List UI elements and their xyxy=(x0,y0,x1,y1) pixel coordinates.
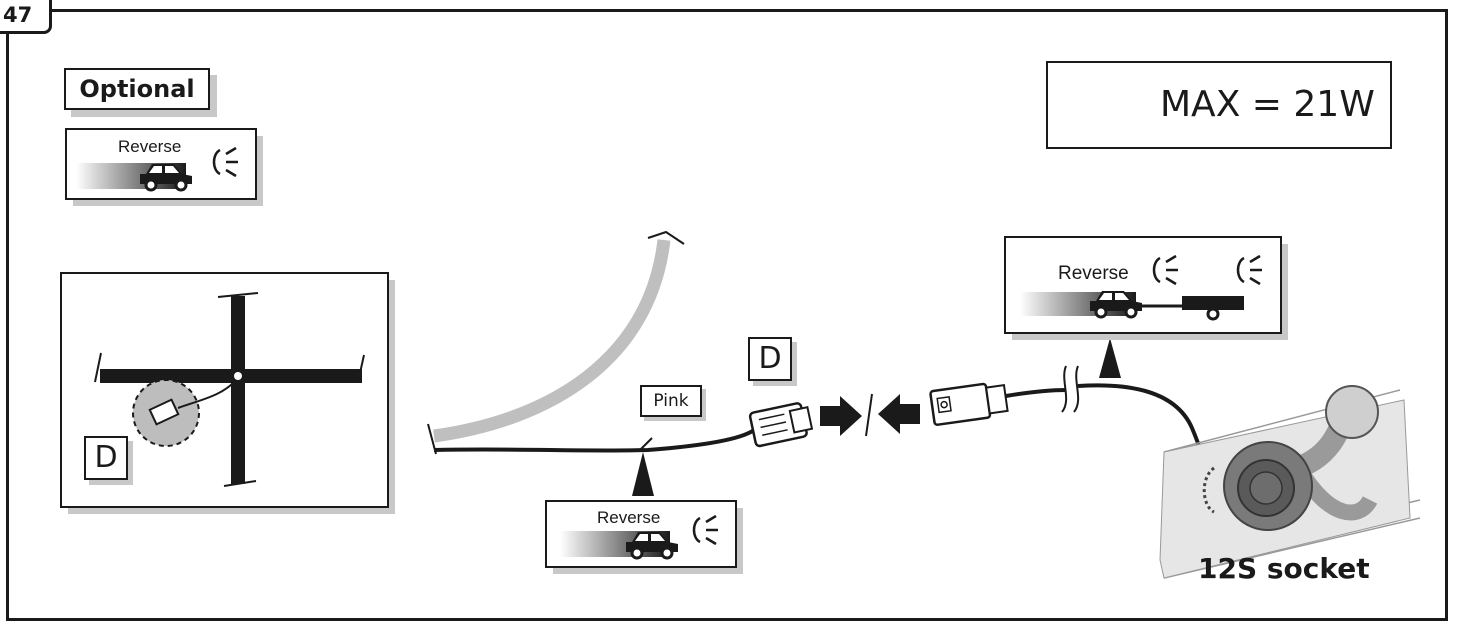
separator-line xyxy=(865,393,873,437)
trailer-icon xyxy=(1182,296,1244,310)
socket-label: 12S socket xyxy=(1198,552,1370,585)
plug-connector-male xyxy=(929,382,1009,426)
pointer-up-arrow xyxy=(632,452,654,496)
reverse-icon-box-top xyxy=(65,128,263,206)
arrow-left-icon xyxy=(878,394,920,434)
max-power-warning: MAX = 21W xyxy=(1046,61,1392,149)
reverse-label-bottom: Reverse xyxy=(597,508,661,527)
warning-text: MAX = 21W xyxy=(1160,84,1375,125)
pink-pointer xyxy=(639,437,653,451)
connector-d-label-inset: D xyxy=(84,436,128,480)
grey-harness-cable xyxy=(427,230,685,455)
reverse-trailer-icon-box xyxy=(1004,236,1288,340)
plug-connector-female xyxy=(748,402,814,448)
connector-d-label: D xyxy=(748,337,792,381)
reverse-label-top: Reverse xyxy=(118,137,182,156)
step-number: 47 xyxy=(0,0,52,34)
wire-color-label: Pink xyxy=(640,385,702,417)
main-wire xyxy=(433,428,756,453)
optional-label: Optional xyxy=(64,68,210,110)
pointer-down-arrow xyxy=(1099,338,1121,378)
wire-break-icon xyxy=(1061,365,1080,413)
diagram-frame xyxy=(6,9,1448,621)
arrow-right-icon xyxy=(820,396,862,436)
reverse-icon-box-bottom xyxy=(545,500,743,574)
reverse-label-trailer: Reverse xyxy=(1058,263,1129,284)
socket-wire xyxy=(1005,388,1067,398)
towbar-socket-illustration xyxy=(1159,385,1421,579)
